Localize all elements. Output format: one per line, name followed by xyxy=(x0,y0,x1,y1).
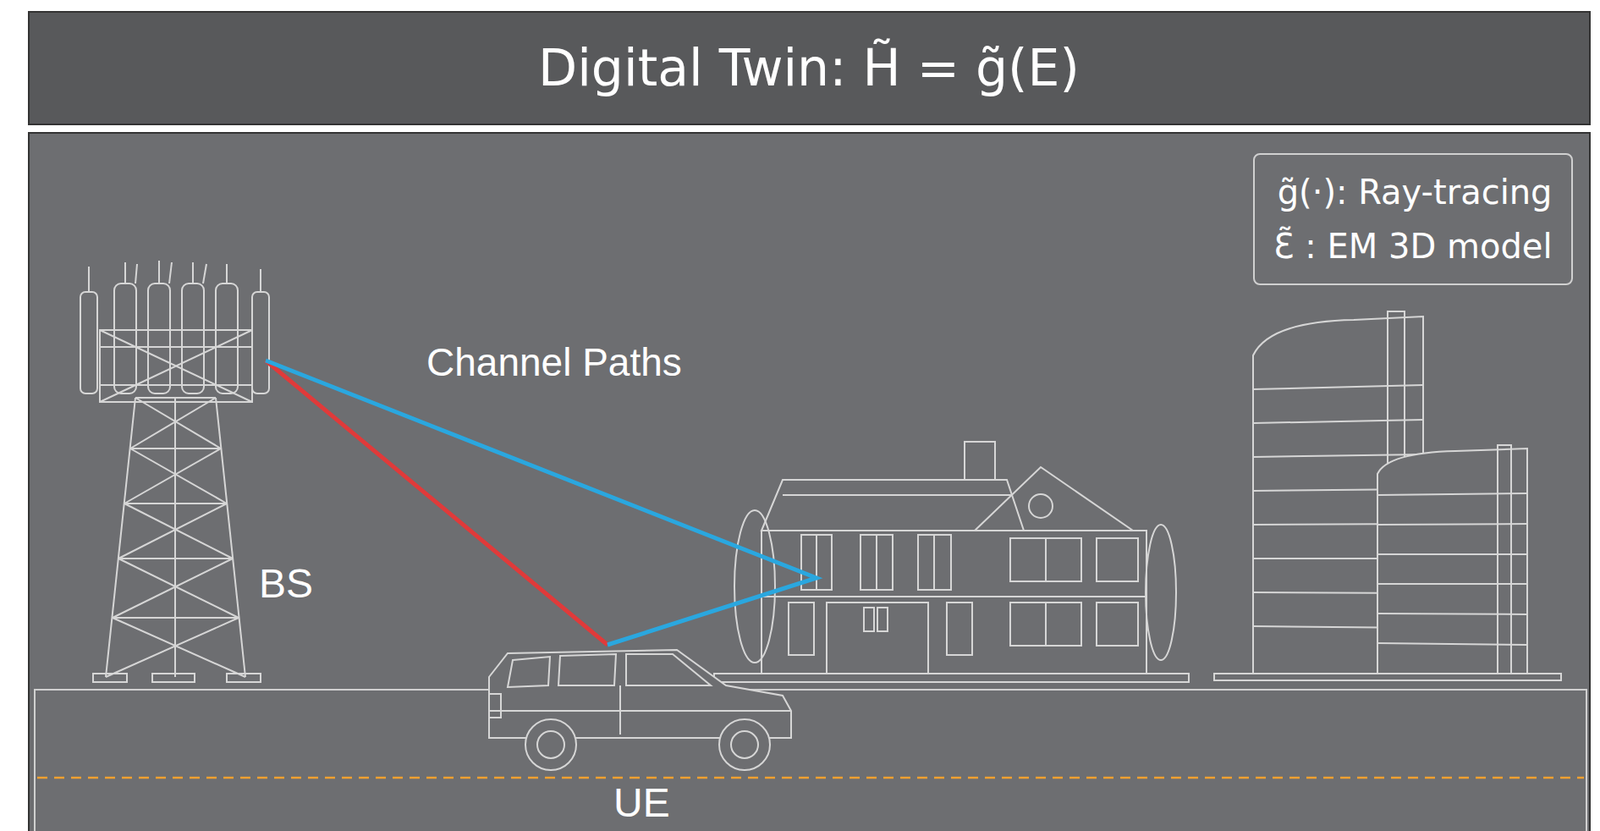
title-bar xyxy=(28,11,1590,125)
reflected-path xyxy=(265,360,817,645)
road xyxy=(34,689,1587,831)
key-box: g̃(·): Ray-tracingƐ̃ : EM 3D model xyxy=(1253,153,1573,286)
key-text: Ɛ̃ : EM 3D model xyxy=(1273,219,1553,274)
car-ue xyxy=(489,649,792,770)
ue-label: UE xyxy=(613,779,671,826)
key-text: g̃(·): Ray-tracing xyxy=(1273,164,1553,220)
channel-paths xyxy=(265,360,817,645)
paths-label: Channel Paths xyxy=(426,340,682,385)
los-path xyxy=(265,360,608,645)
bs-label: BS xyxy=(258,560,314,607)
title: Digital Twin: H̃ = g̃(E) xyxy=(538,38,1080,98)
base-station-tower xyxy=(80,260,270,682)
house xyxy=(714,441,1189,682)
lane-line xyxy=(37,776,1584,780)
office-buildings xyxy=(1214,311,1562,681)
